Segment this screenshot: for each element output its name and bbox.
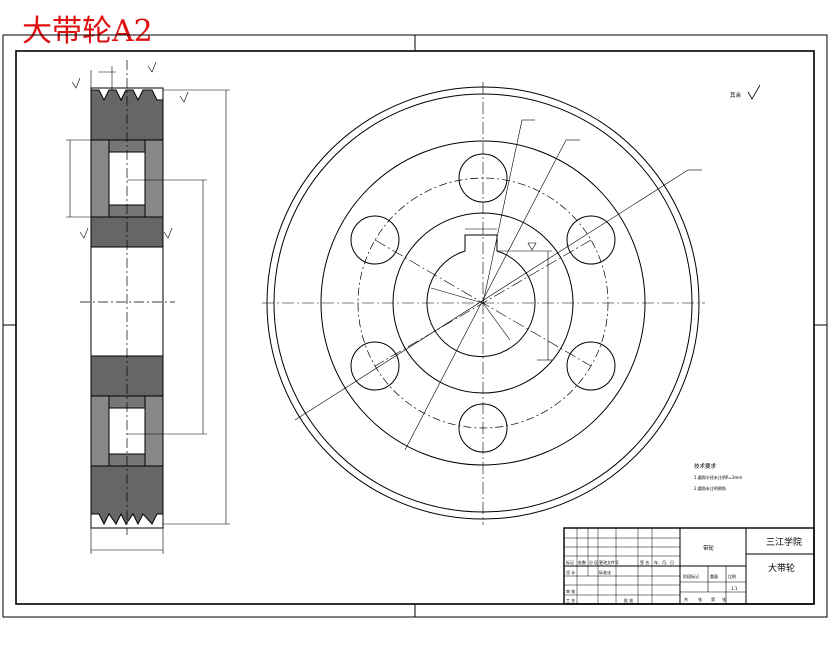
surface-mark-label: 其余 <box>730 91 742 99</box>
tb-left-label: 工 艺 <box>566 598 575 603</box>
tb-sheet: 第 <box>711 596 715 602</box>
web-hole <box>566 215 616 265</box>
title-block <box>563 527 815 605</box>
tb-scale: 1:1 <box>731 586 738 591</box>
tb-row-label: 分 区 <box>589 559 598 565</box>
tb-sig-label: 标准化 <box>599 569 611 575</box>
tb-school: 三江学院 <box>766 536 802 548</box>
tb-stage-label: 阶段标记 <box>683 573 699 579</box>
section-view <box>66 60 230 554</box>
tb-row-label: 年、月、日 <box>654 559 674 565</box>
tb-left-label: 设 计 <box>566 569 575 575</box>
tb-sig-label: 批 准 <box>624 597 633 603</box>
tb-sheet: 张 <box>722 596 726 602</box>
keyway-bore <box>426 234 536 357</box>
tb-part-name: 大带轮 <box>768 562 795 574</box>
tb-stage-label: 比例 <box>728 573 736 579</box>
web-hole <box>350 341 400 391</box>
tb-row-label: 处数 <box>578 559 586 565</box>
tb-left-label: 审 核 <box>566 588 575 594</box>
front-view <box>262 82 705 525</box>
tb-sheet: 张 <box>698 596 702 602</box>
drawing-title: 大带轮A2 <box>22 14 153 49</box>
tb-row-label: 签 名 <box>640 559 649 565</box>
title-block-text: 标记 处数 分 区 更改文件号 签 名 年、月、日 设 计 审 核 工 艺 标准… <box>566 536 802 603</box>
tb-sheet: 共 <box>684 596 688 602</box>
tb-part-name-small: 带轮 <box>703 544 715 552</box>
tb-stage-label: 重量 <box>710 573 718 579</box>
tb-row-label: 标记 <box>566 559 574 565</box>
tb-row-label: 更改文件号 <box>599 559 619 565</box>
web-hole <box>566 341 616 391</box>
note-1: 1.圆角半径未注明R=3mm <box>694 474 742 480</box>
web-hole <box>350 215 400 265</box>
notes-heading: 技术要求 <box>694 462 717 470</box>
note-2: 2.圆角未注明倒角 <box>694 485 726 491</box>
surface-finish-symbol <box>747 84 761 100</box>
